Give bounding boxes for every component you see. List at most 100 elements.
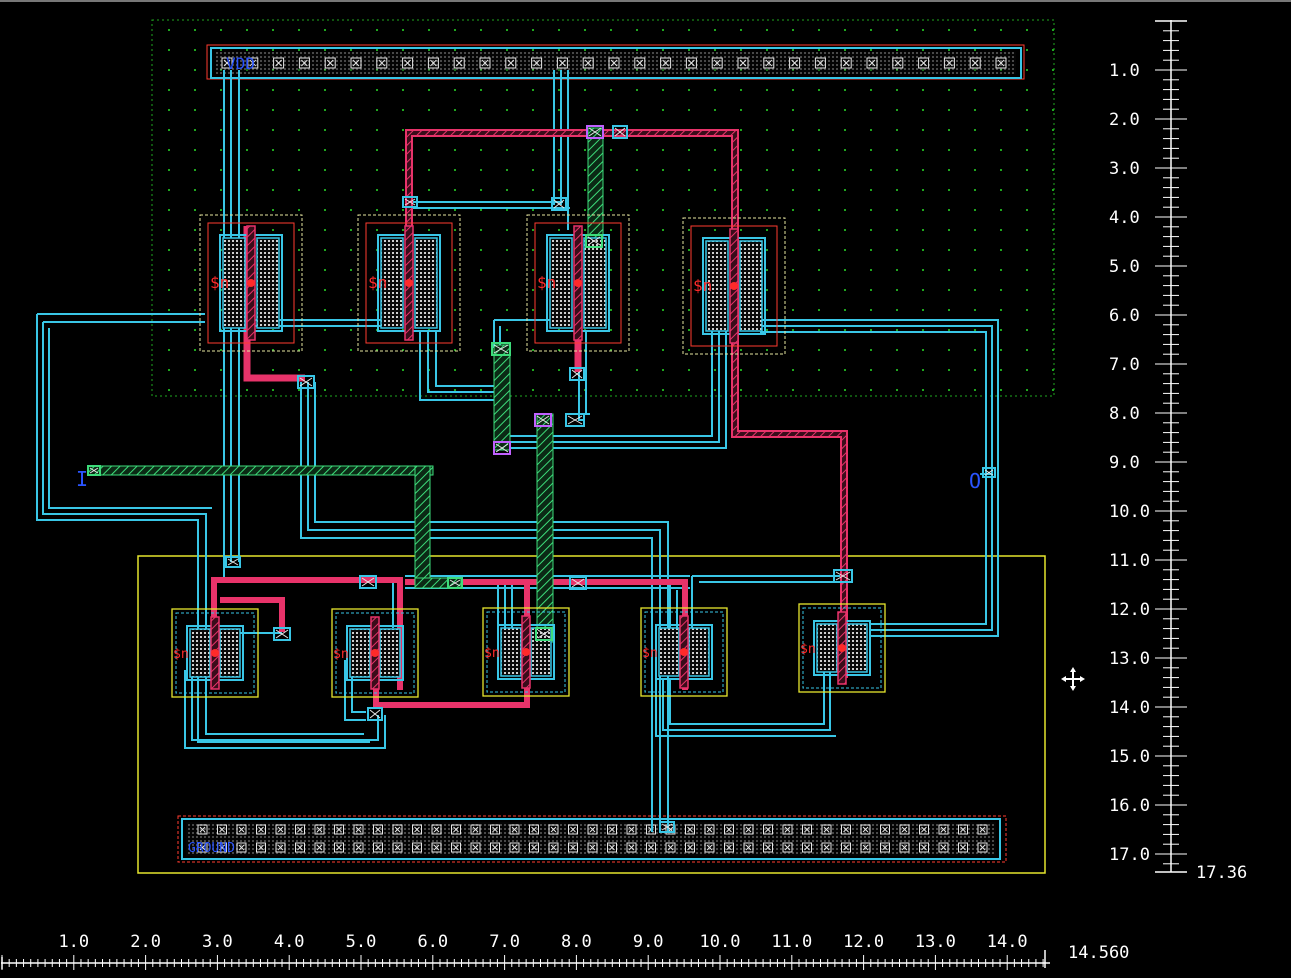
gnd-contact xyxy=(802,842,812,853)
transistor-label: $n xyxy=(537,273,556,292)
vdd-contact xyxy=(376,57,388,69)
gnd-contact xyxy=(334,842,344,853)
gnd-contact xyxy=(919,824,929,835)
nmos-transistor-3[interactable]: $n xyxy=(482,607,570,697)
via xyxy=(297,375,315,389)
via xyxy=(87,465,101,476)
via xyxy=(493,441,511,455)
nmos-transistor-4[interactable]: $n xyxy=(640,607,728,697)
gnd-contact xyxy=(724,824,734,835)
gnd-contact xyxy=(646,842,656,853)
vertical-ruler-tick-label: 1.0 xyxy=(1109,61,1140,81)
vdd-contact xyxy=(892,57,904,69)
vertical-ruler-tick-label: 12.0 xyxy=(1109,600,1150,620)
gnd-contact xyxy=(958,824,968,835)
vertical-ruler[interactable]: 1.02.03.04.05.06.07.08.09.010.011.012.01… xyxy=(1109,20,1247,883)
nmos-transistor-5[interactable]: $n xyxy=(798,603,886,693)
gnd-contact xyxy=(451,842,461,853)
vdd-contact xyxy=(298,57,310,69)
metal1-routing xyxy=(36,70,999,832)
gnd-contact xyxy=(587,842,598,853)
vertical-ruler-tick-label: 17.0 xyxy=(1109,845,1150,865)
gnd-contact xyxy=(548,842,559,853)
gnd-contact xyxy=(236,842,247,853)
transistor-label: $n xyxy=(800,642,816,657)
vias xyxy=(87,125,996,833)
horizontal-ruler-end: 14.560 xyxy=(1068,943,1129,963)
gnd-contact xyxy=(568,824,578,835)
gnd-contact xyxy=(275,824,286,835)
vdd-contact xyxy=(273,57,285,69)
gnd-contact xyxy=(568,842,578,853)
vdd-contact xyxy=(531,57,543,69)
gnd-contact xyxy=(275,842,286,853)
gnd-contact xyxy=(743,824,754,835)
gnd-contact xyxy=(782,824,793,835)
gnd-contact xyxy=(724,842,734,853)
gnd-contact xyxy=(256,842,266,853)
vertical-ruler-tick-label: 11.0 xyxy=(1109,551,1150,571)
transistor-label: $n xyxy=(173,647,189,662)
pmos-transistor-2[interactable]: $n xyxy=(357,214,461,352)
gnd-contact xyxy=(295,842,305,853)
gnd-contact xyxy=(392,842,403,853)
gnd-contact xyxy=(685,824,695,835)
pmos-transistor-1[interactable]: $n xyxy=(199,214,303,352)
gnd-contact xyxy=(802,824,812,835)
vdd-contact xyxy=(505,57,517,69)
gnd-rail[interactable]: GROUND xyxy=(177,815,1007,863)
horizontal-ruler-tick-label: 1.0 xyxy=(58,932,89,952)
via xyxy=(447,577,463,589)
gnd-contact xyxy=(197,824,208,835)
transistor-label: $n xyxy=(484,646,500,661)
pmos-transistors[interactable]: $n $n $n $n xyxy=(199,214,786,355)
gnd-contact xyxy=(977,842,988,853)
gnd-contact xyxy=(470,842,481,853)
vertical-ruler-tick-label: 7.0 xyxy=(1109,355,1140,375)
vdd-contact xyxy=(608,57,620,69)
pmos-transistor-4[interactable]: $n xyxy=(682,217,786,355)
via xyxy=(551,197,567,211)
gnd-contact xyxy=(860,824,871,835)
gnd-contact xyxy=(607,842,617,853)
via xyxy=(273,627,291,641)
input-pin-label: I xyxy=(76,467,88,491)
horizontal-ruler-tick-label: 4.0 xyxy=(274,932,305,952)
horizontal-ruler-tick-label: 8.0 xyxy=(561,932,592,952)
gnd-contact xyxy=(490,824,500,835)
gnd-contact xyxy=(899,824,910,835)
gnd-contact xyxy=(217,842,227,853)
via xyxy=(585,234,603,248)
via xyxy=(569,367,585,381)
gnd-contact xyxy=(353,824,364,835)
pmos-transistor-3[interactable]: $n xyxy=(526,214,630,352)
vertical-ruler-tick-label: 15.0 xyxy=(1109,747,1150,767)
horizontal-ruler-tick-label: 2.0 xyxy=(130,932,161,952)
gnd-contact xyxy=(763,824,773,835)
via xyxy=(982,467,996,478)
nmos-transistor-2[interactable]: $n xyxy=(331,608,419,698)
gnd-contact xyxy=(665,842,676,853)
nmos-transistor-1[interactable]: $n xyxy=(171,608,259,698)
gnd-contact xyxy=(334,824,344,835)
gnd-contact xyxy=(977,824,988,835)
transistor-label: $n xyxy=(368,273,387,292)
gnd-contact xyxy=(919,842,929,853)
nmos-transistors[interactable]: $n $n $n $n $n xyxy=(171,603,886,698)
via xyxy=(359,575,377,589)
vdd-contact xyxy=(221,57,233,69)
gnd-contact xyxy=(197,842,208,853)
gnd-contact xyxy=(392,824,403,835)
vertical-ruler-tick-label: 13.0 xyxy=(1109,649,1150,669)
gnd-contact xyxy=(704,842,715,853)
gnd-contact xyxy=(548,824,559,835)
via xyxy=(612,125,628,139)
vdd-contact xyxy=(479,57,491,69)
vdd-contact xyxy=(969,57,981,69)
gnd-contact xyxy=(841,824,851,835)
horizontal-ruler-tick-label: 6.0 xyxy=(417,932,448,952)
metal2-routing xyxy=(87,127,604,643)
vdd-rail[interactable]: VDD xyxy=(206,44,1025,80)
